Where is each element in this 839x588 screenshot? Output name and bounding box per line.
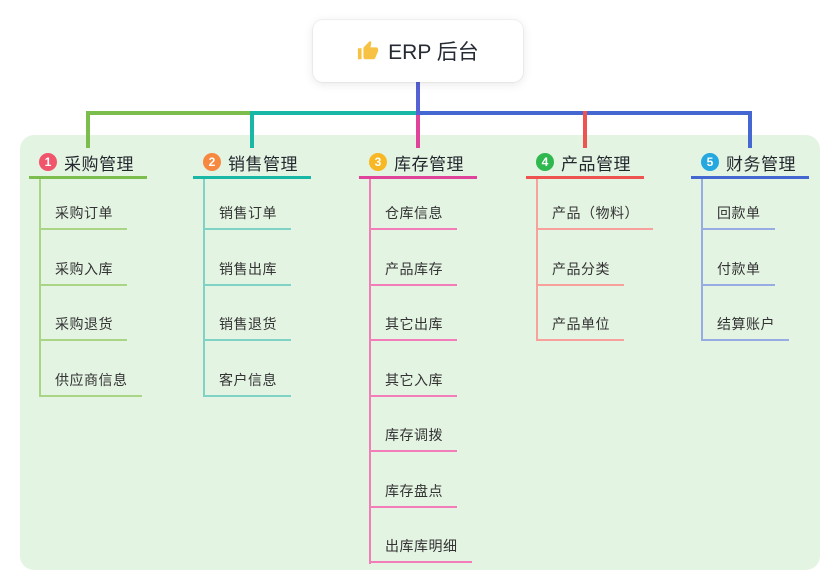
child-label: 库存调拨 bbox=[385, 427, 443, 443]
branch-purchase: 1 采购管理 采购订单 采购入库 采购退货 供应商信息 bbox=[29, 148, 147, 397]
child-node[interactable]: 采购退货 bbox=[39, 313, 127, 341]
root-title: ERP 后台 bbox=[388, 41, 479, 64]
child-label: 其它入库 bbox=[385, 372, 443, 388]
branch-title-node[interactable]: 3 库存管理 bbox=[359, 148, 477, 179]
connector-drop-sales bbox=[250, 111, 254, 148]
child-node[interactable]: 产品（物料） bbox=[536, 202, 653, 230]
child-label: 销售出库 bbox=[219, 261, 277, 277]
connector-drop-finance bbox=[748, 111, 752, 148]
badge-number-icon: 1 bbox=[39, 153, 57, 171]
branch-title: 产品管理 bbox=[561, 154, 631, 174]
child-label: 仓库信息 bbox=[385, 205, 443, 221]
child-node[interactable]: 出库库明细 bbox=[369, 535, 472, 563]
child-node[interactable]: 采购入库 bbox=[39, 258, 127, 286]
branch-title-node[interactable]: 2 销售管理 bbox=[193, 148, 311, 179]
branch-trunk-line bbox=[701, 179, 703, 341]
child-label: 回款单 bbox=[717, 205, 761, 221]
child-label: 客户信息 bbox=[219, 372, 277, 388]
child-node[interactable]: 销售出库 bbox=[203, 258, 291, 286]
child-node[interactable]: 销售订单 bbox=[203, 202, 291, 230]
child-label: 产品（物料） bbox=[552, 205, 639, 221]
child-node[interactable]: 供应商信息 bbox=[39, 369, 142, 397]
branch-inventory: 3 库存管理 仓库信息 产品库存 其它出库 其它入库 库存调拨 库存盘点 出库库… bbox=[359, 148, 477, 564]
connector-drop-purchase bbox=[86, 111, 90, 148]
child-label: 产品单位 bbox=[552, 316, 610, 332]
child-node[interactable]: 结算账户 bbox=[701, 313, 789, 341]
child-label: 库存盘点 bbox=[385, 483, 443, 499]
branches-panel bbox=[20, 135, 820, 570]
child-label: 供应商信息 bbox=[55, 372, 128, 388]
badge-number-icon: 4 bbox=[536, 153, 554, 171]
child-label: 出库库明细 bbox=[385, 538, 458, 554]
branch-title: 采购管理 bbox=[64, 154, 134, 174]
child-label: 产品库存 bbox=[385, 261, 443, 277]
connector-root bbox=[416, 82, 420, 115]
child-node[interactable]: 仓库信息 bbox=[369, 202, 457, 230]
branch-trunk-line bbox=[39, 179, 41, 397]
child-label: 采购入库 bbox=[55, 261, 113, 277]
child-node[interactable]: 销售退货 bbox=[203, 313, 291, 341]
child-node[interactable]: 客户信息 bbox=[203, 369, 291, 397]
connector-bus-teal bbox=[250, 111, 420, 115]
connector-drop-product bbox=[583, 111, 587, 148]
thumbs-up-icon bbox=[357, 40, 379, 62]
branch-product: 4 产品管理 产品（物料） 产品分类 产品单位 bbox=[526, 148, 653, 341]
child-node[interactable]: 其它入库 bbox=[369, 369, 457, 397]
branch-title-node[interactable]: 4 产品管理 bbox=[526, 148, 644, 179]
child-node[interactable]: 回款单 bbox=[701, 202, 775, 230]
branch-title: 库存管理 bbox=[394, 154, 464, 174]
child-label: 采购订单 bbox=[55, 205, 113, 221]
child-label: 其它出库 bbox=[385, 316, 443, 332]
connector-bus-green bbox=[86, 111, 254, 115]
child-node[interactable]: 采购订单 bbox=[39, 202, 127, 230]
child-label: 销售订单 bbox=[219, 205, 277, 221]
connector-drop-inventory bbox=[416, 115, 420, 148]
branch-trunk-line bbox=[369, 179, 371, 564]
root-node[interactable]: ERP 后台 bbox=[313, 20, 523, 82]
child-label: 产品分类 bbox=[552, 261, 610, 277]
child-node[interactable]: 付款单 bbox=[701, 258, 775, 286]
child-label: 付款单 bbox=[717, 261, 761, 277]
branch-sales: 2 销售管理 销售订单 销售出库 销售退货 客户信息 bbox=[193, 148, 311, 397]
branch-trunk-line bbox=[536, 179, 538, 341]
child-label: 采购退货 bbox=[55, 316, 113, 332]
branch-title-node[interactable]: 5 财务管理 bbox=[691, 148, 809, 179]
child-node[interactable]: 其它出库 bbox=[369, 313, 457, 341]
child-node[interactable]: 库存调拨 bbox=[369, 424, 457, 452]
branch-title-node[interactable]: 1 采购管理 bbox=[29, 148, 147, 179]
child-node[interactable]: 产品库存 bbox=[369, 258, 457, 286]
child-node[interactable]: 产品单位 bbox=[536, 313, 624, 341]
branch-finance: 5 财务管理 回款单 付款单 结算账户 bbox=[691, 148, 809, 341]
badge-number-icon: 2 bbox=[203, 153, 221, 171]
badge-number-icon: 3 bbox=[369, 153, 387, 171]
branch-title: 财务管理 bbox=[726, 154, 796, 174]
branch-title: 销售管理 bbox=[228, 154, 298, 174]
child-node[interactable]: 库存盘点 bbox=[369, 480, 457, 508]
branch-trunk-line bbox=[203, 179, 205, 397]
child-label: 结算账户 bbox=[717, 316, 775, 332]
child-node[interactable]: 产品分类 bbox=[536, 258, 624, 286]
badge-number-icon: 5 bbox=[701, 153, 719, 171]
child-label: 销售退货 bbox=[219, 316, 277, 332]
